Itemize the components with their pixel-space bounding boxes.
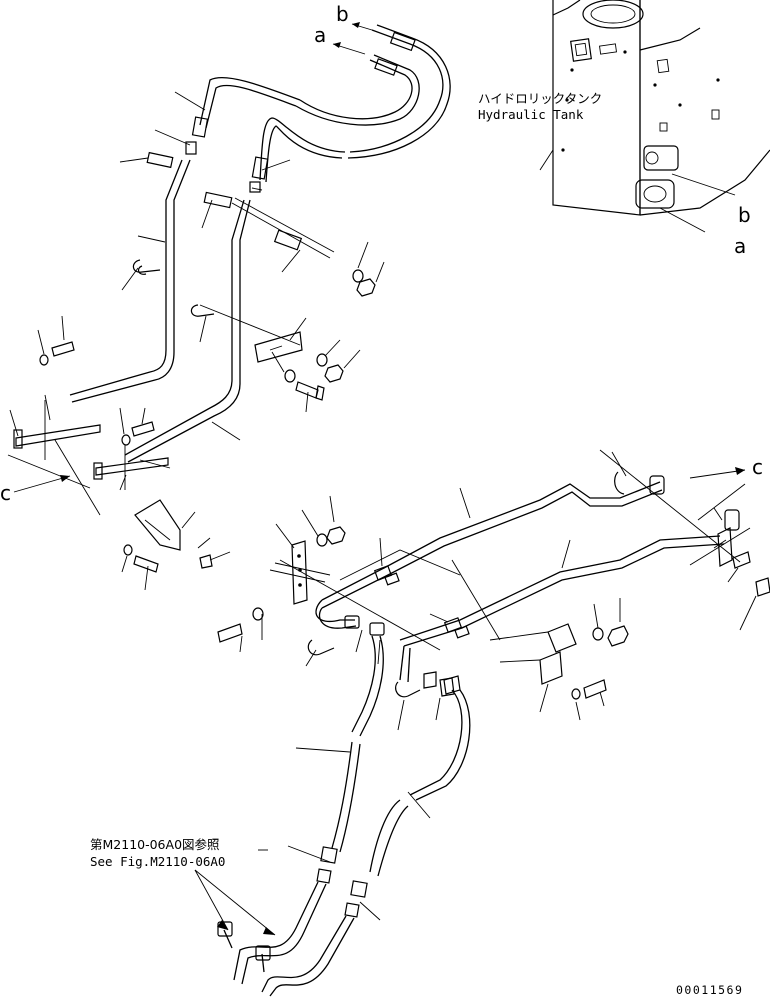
upper-leader-lines [9,91,385,591]
lower-pipe-assembly [269,449,751,698]
reference-label-en: See Fig.M2110-06A0 [90,854,225,869]
reference-label-jp: 第M2110-06A0図参照 [90,837,220,852]
drawing-number: 00011569 [676,983,743,997]
upper-hose-assembly [7,24,451,551]
port-label-b-top: b [336,2,349,26]
tank-label-en: Hydraulic Tank [478,107,584,122]
tank-label-jp: ハイドロリックタンク [478,91,602,106]
upper-hardware [39,269,376,573]
port-label-c-left: c [0,481,11,505]
lower-hardware [217,526,770,700]
port-label-a-top: a [314,23,326,47]
port-label-c-right: c [752,455,763,479]
port-label-b-right: b [738,203,751,227]
port-label-a-right: a [734,234,746,258]
lower-hoses [217,635,471,997]
lower-leader-lines [239,451,757,921]
hydraulic-tank [539,0,770,216]
